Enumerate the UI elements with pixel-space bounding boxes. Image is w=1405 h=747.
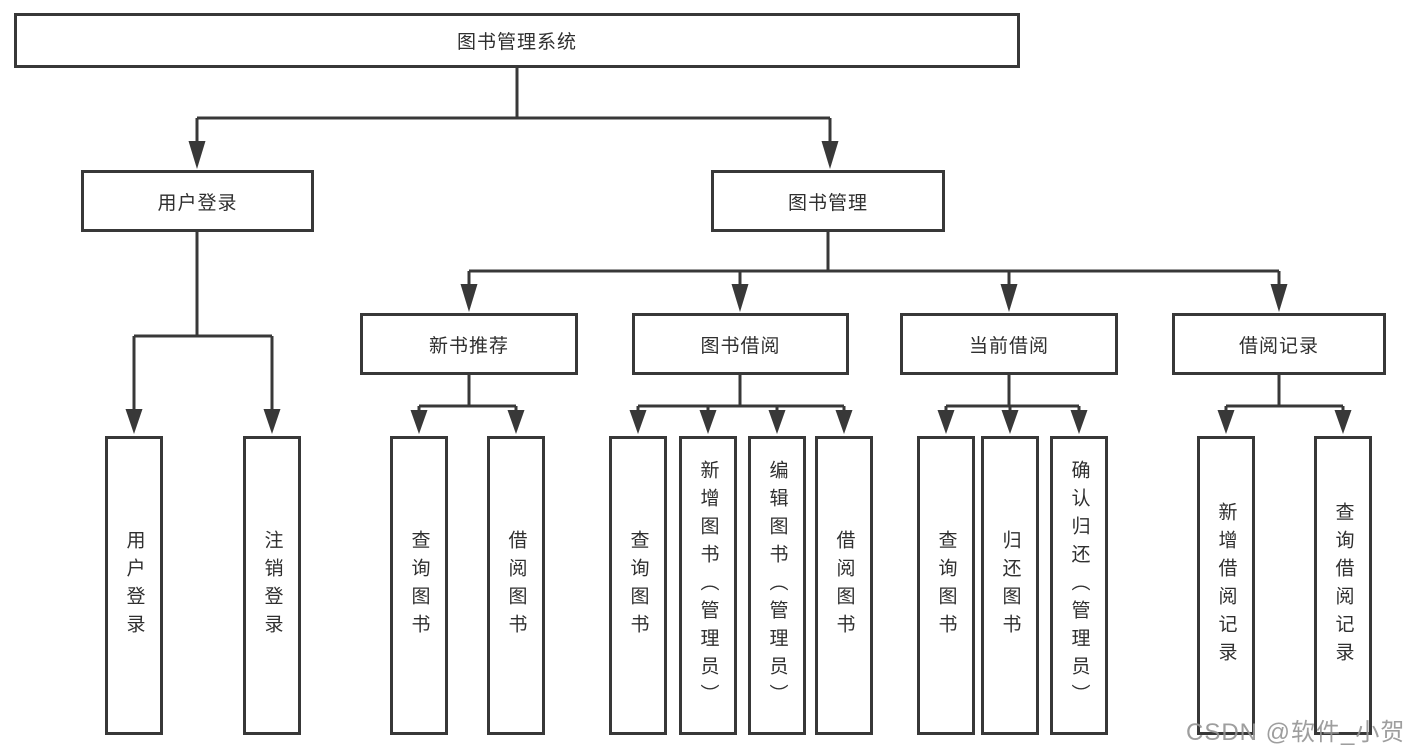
leaf-query-books-current: 查询图书 [917, 436, 975, 735]
node-label: 查询图书 [627, 529, 649, 642]
leaf-borrow-books: 借阅图书 [815, 436, 873, 735]
node-label: 编辑图书（管理员） [766, 459, 788, 712]
node-library-system: 图书管理系统 [14, 13, 1020, 68]
node-label: 查询图书 [935, 529, 957, 642]
node-label: 用户登录 [157, 192, 238, 214]
node-label: 新书推荐 [428, 335, 509, 357]
leaf-query-books-borrowing: 查询图书 [609, 436, 667, 735]
node-label: 借阅记录 [1238, 335, 1319, 357]
connector-root-to-level2 [188, 68, 839, 169]
csdn-watermark: CSDN @软件_小贺同学 [1186, 719, 1405, 746]
leaf-logout: 注销登录 [243, 436, 301, 735]
node-label: 图书借阅 [700, 335, 781, 357]
node-label: 归还图书 [999, 529, 1021, 642]
leaf-query-borrow-record: 查询借阅记录 [1314, 436, 1372, 735]
connector-borrow-records-to-leaves [1217, 375, 1352, 434]
node-borrowing-records: 借阅记录 [1172, 313, 1386, 375]
node-label: 用户登录 [123, 529, 145, 642]
node-label: 新增借阅记录 [1215, 501, 1237, 670]
leaf-return-books: 归还图书 [981, 436, 1039, 735]
node-book-management: 图书管理 [711, 170, 945, 232]
node-label: 注销登录 [261, 529, 283, 642]
node-label: 图书管理 [787, 192, 868, 214]
leaf-add-borrow-record: 新增借阅记录 [1197, 436, 1255, 735]
node-label: 借阅图书 [833, 529, 855, 642]
node-current-borrowing: 当前借阅 [900, 313, 1118, 375]
connector-book-borrow-to-leaves [629, 375, 853, 434]
leaf-edit-book-admin: 编辑图书（管理员） [748, 436, 806, 735]
node-label: 图书管理系统 [456, 32, 577, 53]
connector-new-book-rec-to-leaves [410, 375, 525, 434]
node-label: 确认归还（管理员） [1068, 459, 1090, 712]
connector-user-login-to-leaves [125, 232, 281, 434]
leaf-add-book-admin: 新增图书（管理员） [679, 436, 737, 735]
node-user-login: 用户登录 [81, 170, 314, 232]
node-label: 查询图书 [408, 529, 430, 642]
leaf-borrow-books-recommend: 借阅图书 [487, 436, 545, 735]
leaf-confirm-return-admin: 确认归还（管理员） [1050, 436, 1108, 735]
node-label: 当前借阅 [968, 335, 1049, 357]
node-new-book-recommendation: 新书推荐 [360, 313, 578, 375]
node-label: 查询借阅记录 [1332, 501, 1354, 670]
node-book-borrowing: 图书借阅 [632, 313, 849, 375]
connector-current-borrow-to-leaves [937, 375, 1088, 434]
leaf-user-login: 用户登录 [105, 436, 163, 735]
node-label: 借阅图书 [505, 529, 527, 642]
leaf-query-books-recommend: 查询图书 [390, 436, 448, 735]
connector-book-mgmt-to-level3 [460, 232, 1288, 312]
node-label: 新增图书（管理员） [697, 459, 719, 712]
